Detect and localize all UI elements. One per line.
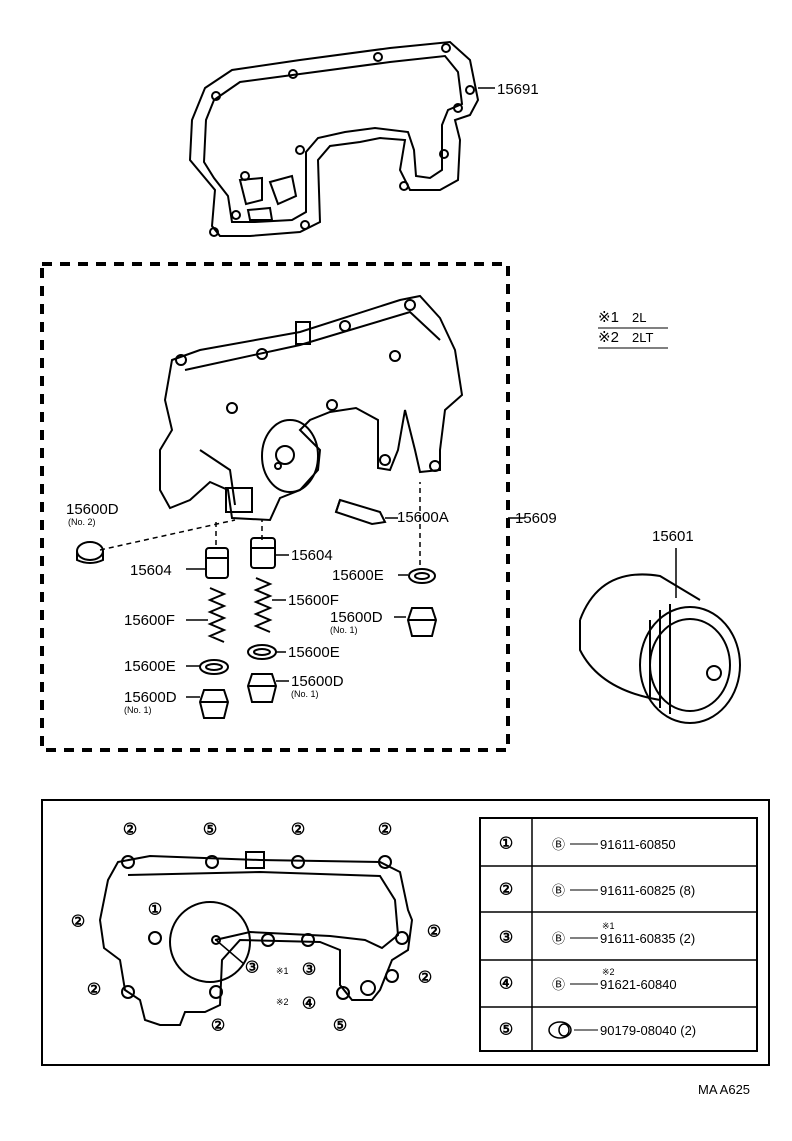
label-15609: 15609 xyxy=(515,510,557,527)
plug-icon xyxy=(548,1021,572,1039)
callout-2-c: ② xyxy=(378,822,392,839)
right-parts-drawing xyxy=(406,568,438,637)
table-row-2-prefix: Ⓑ xyxy=(552,883,565,898)
table-row-1-part: 91611-60850 xyxy=(600,837,676,852)
table-row-3-prefix: Ⓑ xyxy=(552,931,565,946)
table-row-4-part: 91621-60840 xyxy=(600,977,677,992)
callout-5-a: ⑤ xyxy=(203,822,217,839)
label-15600d-mid-sub: (No. 1) xyxy=(291,689,319,699)
label-15600e-left: 15600E xyxy=(124,658,176,675)
label-15600d-no2-sub: (No. 2) xyxy=(68,517,96,527)
table-row-5-part: 90179-08040 (2) xyxy=(600,1023,696,1038)
note-2-text: 2LT xyxy=(632,330,653,345)
gasket-drawing xyxy=(188,40,480,237)
oil-filter-drawing xyxy=(579,573,741,724)
bolt-diagram-box xyxy=(41,799,770,1066)
cooler-body-drawing xyxy=(159,294,464,526)
callout-4: ④ xyxy=(302,996,316,1013)
callout-2-a: ② xyxy=(123,822,137,839)
assembly-boundary xyxy=(40,262,510,752)
table-row-3-note: ※1 xyxy=(602,921,615,931)
note-1-text: 2L xyxy=(632,310,646,325)
callout-3-b: ③ xyxy=(302,962,316,979)
callout-2-g: ② xyxy=(418,970,432,987)
note-1-mark: ※1 xyxy=(598,309,619,326)
label-15604-left: 15604 xyxy=(130,562,172,579)
label-15600d-right: 15600D xyxy=(330,609,383,626)
label-15600d-no2: 15600D xyxy=(66,501,119,518)
label-15600f-right: 15600F xyxy=(288,592,339,609)
table-row-5-num: ⑤ xyxy=(499,1022,513,1039)
table-row-3-part: 91611-60835 (2) xyxy=(600,931,695,946)
label-15600f-left: 15600F xyxy=(124,612,175,629)
table-row-4-prefix: Ⓑ xyxy=(552,977,565,992)
callout-leaders xyxy=(215,939,245,965)
parts-table: ① Ⓑ 91611-60850 ② Ⓑ 91611-60825 (8) ③ ※1… xyxy=(479,817,758,1052)
label-15601: 15601 xyxy=(652,528,694,545)
label-15600d-mid: 15600D xyxy=(291,673,344,690)
middle-parts-drawing xyxy=(246,537,278,703)
diagram-reference: MA A625 xyxy=(698,1082,750,1097)
bolt-callouts: ② ⑤ ② ② ① ② ② ③ ※1 ③ ※2 ④ ② ② ⑤ ② xyxy=(71,822,441,1035)
leader-lines xyxy=(99,482,421,565)
callout-note-2: ※2 xyxy=(276,997,289,1007)
table-row-4-num: ④ xyxy=(499,976,513,993)
table-row-1-prefix: Ⓑ xyxy=(552,837,565,852)
table-row-3-num: ③ xyxy=(499,930,513,947)
callout-2-b: ② xyxy=(291,822,305,839)
left-parts-drawing xyxy=(198,547,230,719)
table-row-4-note: ※2 xyxy=(602,967,615,977)
callout-1: ① xyxy=(148,902,162,919)
table-row-1-num: ① xyxy=(499,836,513,853)
label-15600a: 15600A xyxy=(397,509,449,526)
table-row-2-num: ② xyxy=(499,882,513,899)
callout-2-e: ② xyxy=(427,924,441,941)
bolt-layout-drawing xyxy=(98,851,414,1026)
label-15604-right: 15604 xyxy=(291,547,333,564)
callout-2-h: ② xyxy=(211,1018,225,1035)
callout-2-f: ② xyxy=(87,982,101,999)
callout-5-b: ⑤ xyxy=(333,1018,347,1035)
label-15600d-left-sub: (No. 1) xyxy=(124,705,152,715)
callout-2-d: ② xyxy=(71,914,85,931)
table-row-2-part: 91611-60825 (8) xyxy=(600,883,695,898)
note-2-mark: ※2 xyxy=(598,329,619,346)
callout-3-a: ③ xyxy=(245,960,259,977)
label-15600d-left: 15600D xyxy=(124,689,177,706)
label-15600e-right: 15600E xyxy=(288,644,340,661)
callout-note-1: ※1 xyxy=(276,966,289,976)
label-15600e-upper: 15600E xyxy=(332,567,384,584)
label-15600d-right-sub: (No. 1) xyxy=(330,625,358,635)
label-15691: 15691 xyxy=(497,81,539,98)
